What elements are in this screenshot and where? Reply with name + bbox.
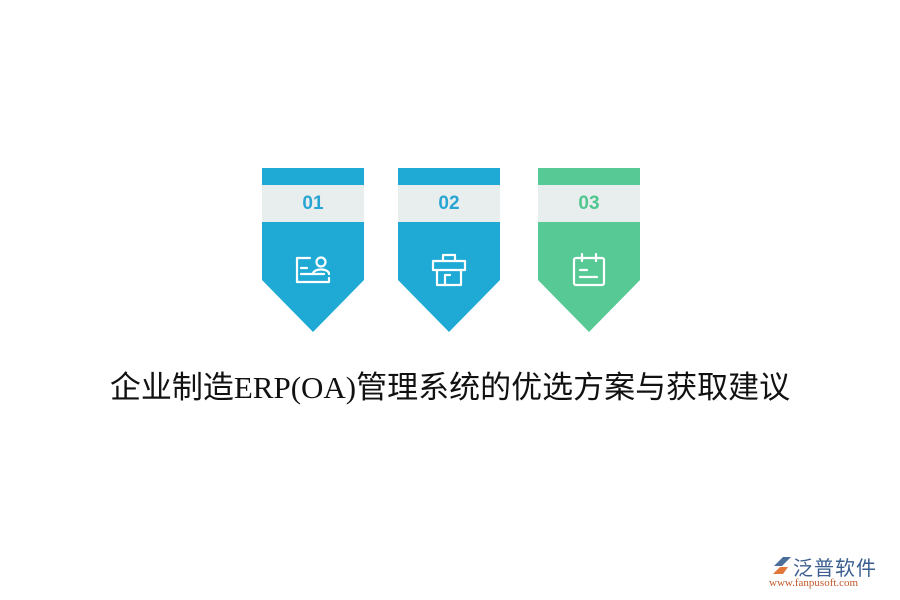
- logo-brand-name: 泛普软件: [793, 556, 877, 580]
- id-card-icon: [295, 256, 331, 284]
- brand-logo: 泛普软件 www.fanpusoft.com: [765, 550, 895, 595]
- shop-box-icon: [431, 253, 467, 287]
- step-number-band: 02: [398, 185, 500, 222]
- logo-mark-icon: [773, 557, 791, 574]
- page-title: 企业制造ERP(OA)管理系统的优选方案与获取建议: [109, 370, 791, 405]
- step-card-01: 01: [262, 168, 364, 332]
- step-number-band: 03: [538, 185, 640, 222]
- step-card-02: 02: [398, 168, 500, 332]
- calendar-icon: [572, 252, 606, 287]
- step-number: 02: [438, 192, 460, 214]
- step-number-band: 01: [262, 185, 364, 222]
- step-number: 03: [578, 192, 600, 214]
- step-number: 01: [302, 192, 324, 214]
- step-card-03: 03: [538, 168, 640, 332]
- logo-url: www.fanpusoft.com: [769, 577, 859, 589]
